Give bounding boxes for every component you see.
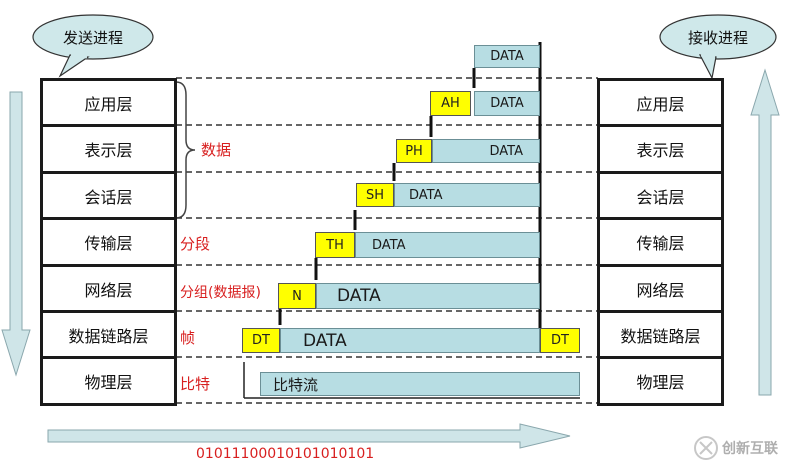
sender-layer-physical: 物理层: [43, 359, 174, 403]
right-arrow-icon: [47, 423, 571, 449]
annotation-segment: 分段: [180, 235, 211, 253]
receiver-layer-session: 会话层: [600, 174, 721, 220]
receiver-layer-network: 网络层: [600, 267, 721, 313]
sender-layer-network: 网络层: [43, 267, 174, 313]
receiver-layer-presentation: 表示层: [600, 127, 721, 174]
brace-icon: [175, 81, 196, 219]
layer-label: 网络层: [636, 280, 685, 300]
up-arrow-icon: [750, 68, 780, 396]
receiver-bubble-shape: [659, 14, 777, 80]
receiver-process-label: 接收进程: [687, 28, 748, 47]
bitstream-block: 比特流: [260, 372, 580, 396]
layer-label: 数据链路层: [620, 326, 701, 346]
receiver-layer-physical: 物理层: [600, 359, 721, 403]
watermark-text: 创新互联: [722, 441, 778, 457]
sh-data-block: DATA: [394, 183, 540, 207]
sender-layer-session: 会话层: [43, 174, 174, 220]
bit-string: 01011100010101010101: [196, 446, 375, 462]
packet-connectors: [278, 42, 542, 345]
layer-label: 表示层: [84, 141, 133, 160]
receiver-layer-transport: 传输层: [600, 220, 721, 267]
top-data-block: DATA: [474, 45, 540, 68]
dt-data-block: DATA: [280, 328, 540, 353]
ah-header: AH: [430, 91, 471, 116]
annotation-frame: 帧: [180, 329, 196, 347]
layer-label: 物理层: [84, 373, 133, 392]
ph-data-block: DATA: [432, 139, 540, 163]
receiver-layer-stack: 应用层 表示层 会话层 传输层 网络层 数据链路层 物理层: [597, 78, 724, 406]
sender-process-label: 发送进程: [62, 28, 123, 47]
n-data-block: DATA: [316, 283, 540, 309]
layer-label: 会话层: [636, 187, 685, 207]
th-data-block: DATA: [355, 232, 540, 258]
dt-trailer: DT: [540, 328, 580, 353]
bitstream-bracket: [243, 362, 580, 399]
layer-label: 物理层: [636, 373, 685, 392]
dt-header: DT: [242, 328, 280, 353]
layer-dashed-lines: [176, 77, 598, 404]
layer-label: 应用层: [636, 94, 685, 114]
receiver-layer-application: 应用层: [600, 81, 721, 127]
layer-label: 数据链路层: [68, 326, 149, 346]
layer-label: 表示层: [636, 141, 685, 160]
annotation-bits: 比特: [180, 375, 211, 393]
layer-label: 传输层: [84, 234, 133, 253]
receiver-layer-datalink: 数据链路层: [600, 313, 721, 359]
down-arrow-icon: [1, 91, 31, 377]
ah-data-block: DATA: [474, 91, 540, 116]
watermark-logo-icon: [694, 436, 718, 460]
n-header: N: [278, 283, 316, 309]
th-header: TH: [315, 232, 355, 258]
layer-label: 网络层: [84, 280, 133, 300]
sender-layer-stack: 应用层 表示层 会话层 传输层 网络层 数据链路层 物理层: [40, 78, 177, 406]
sender-layer-transport: 传输层: [43, 220, 174, 267]
annotation-data: 数据: [201, 141, 232, 159]
layer-label: 传输层: [636, 234, 685, 253]
sh-header: SH: [356, 183, 394, 207]
ph-header: PH: [396, 139, 432, 163]
sender-layer-application: 应用层: [43, 81, 174, 127]
annotation-packet: 分组(数据报): [180, 285, 261, 301]
layer-label: 应用层: [84, 94, 133, 114]
sender-bubble-shape: [32, 14, 154, 78]
sender-layer-datalink: 数据链路层: [43, 313, 174, 359]
sender-layer-presentation: 表示层: [43, 127, 174, 174]
layer-label: 会话层: [84, 187, 133, 207]
